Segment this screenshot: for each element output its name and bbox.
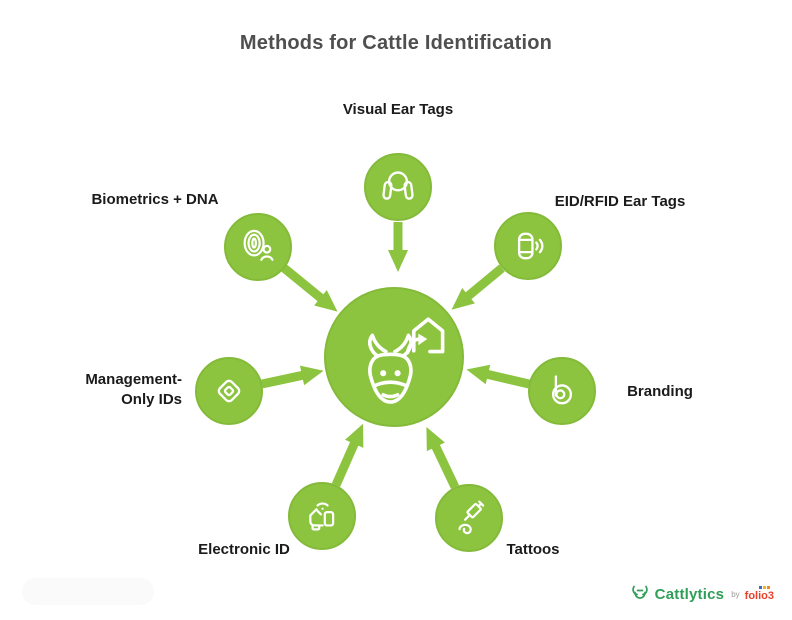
by-label: by bbox=[731, 589, 740, 599]
label-biometrics-dna: Biometrics + DNA bbox=[91, 191, 219, 208]
label-branding: Branding bbox=[627, 383, 693, 400]
node-management-only-ids bbox=[195, 357, 263, 425]
fingerprint-person-icon bbox=[243, 229, 274, 261]
id-tag-icon bbox=[217, 379, 241, 403]
label-management-only-ids: Management- Only IDs bbox=[85, 371, 182, 408]
node-electronic-id bbox=[288, 482, 356, 550]
arrow-electronic-id bbox=[331, 423, 364, 487]
cow-and-barn-icon bbox=[368, 317, 445, 404]
node-eid-rfid-ear-tags bbox=[494, 212, 562, 280]
rfid-tag-signal-icon bbox=[517, 232, 544, 260]
watermark-shape bbox=[22, 578, 154, 605]
arrow-biometrics-dna bbox=[281, 264, 338, 312]
central-hub-circle bbox=[324, 287, 464, 427]
handheld-reader-icon bbox=[309, 502, 335, 531]
label-electronic-id: Electronic ID bbox=[198, 541, 290, 558]
arrow-eid-rfid bbox=[451, 264, 505, 310]
cattlytics-cow-icon bbox=[631, 585, 648, 599]
footer-brand: Cattlytics by folio3 bbox=[630, 584, 774, 604]
label-visual-ear-tags: Visual Ear Tags bbox=[342, 101, 454, 118]
partner-logo-square-blue bbox=[758, 586, 762, 589]
tattoo-needle-icon bbox=[458, 500, 485, 535]
page-title: Methods for Cattle Identification bbox=[239, 32, 553, 54]
partner-logo-square-yellow bbox=[762, 586, 766, 589]
node-visual-ear-tags bbox=[364, 153, 432, 221]
cow-head-ear-tags-icon bbox=[382, 171, 414, 200]
label-eid-rfid-ear-tags: EID/RFID Ear Tags bbox=[554, 193, 686, 210]
node-tattoos bbox=[435, 484, 503, 552]
arrow-management-ids bbox=[261, 365, 324, 389]
arrow-tattoos bbox=[426, 426, 460, 489]
branding-iron-icon bbox=[551, 375, 573, 405]
partner-logo-square-orange bbox=[766, 586, 770, 589]
brand-name: Cattlytics bbox=[654, 585, 725, 603]
partner-name: folio3 bbox=[744, 590, 774, 602]
label-tattoos: Tattoos bbox=[506, 541, 560, 558]
arrow-branding bbox=[466, 364, 531, 389]
node-branding bbox=[528, 357, 596, 425]
node-biometrics-dna bbox=[224, 213, 292, 281]
partner-logo: folio3 bbox=[745, 586, 774, 602]
